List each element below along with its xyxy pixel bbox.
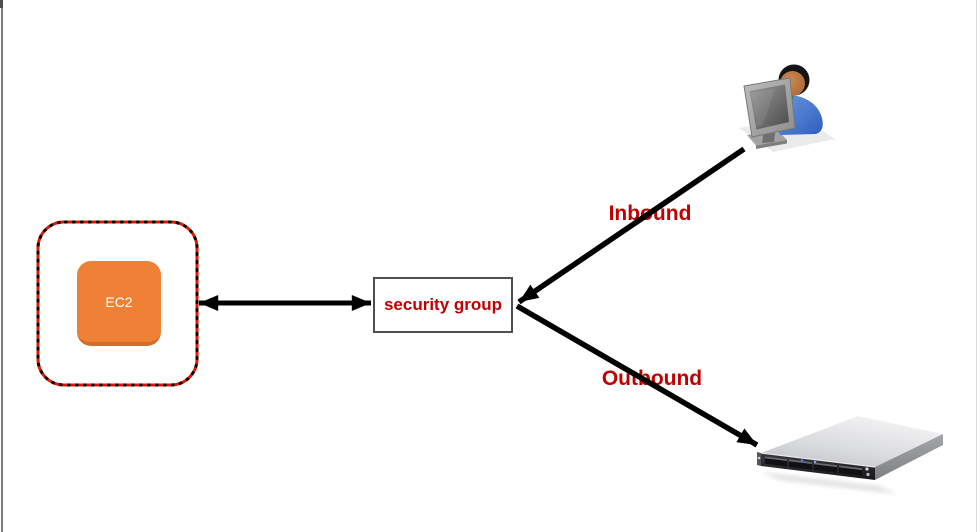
server-led xyxy=(800,459,804,462)
left-edge-notch xyxy=(0,0,3,8)
left-edge-line xyxy=(1,0,3,532)
outbound-label: Outbound xyxy=(601,367,703,390)
security-group-label: security group xyxy=(383,295,503,314)
ec2-node: EC2 xyxy=(77,261,161,346)
ec2-node-label: EC2 xyxy=(105,293,133,310)
right-edge-line xyxy=(976,0,977,532)
user-at-computer-icon xyxy=(739,64,835,152)
rack-server-icon xyxy=(757,416,943,494)
security-group-box: security group xyxy=(373,277,513,333)
monitor xyxy=(743,77,796,138)
server-drive-bays xyxy=(765,456,870,477)
inbound-label: Inbound xyxy=(608,202,692,225)
server-led xyxy=(813,460,817,464)
server-shadow xyxy=(760,472,898,494)
